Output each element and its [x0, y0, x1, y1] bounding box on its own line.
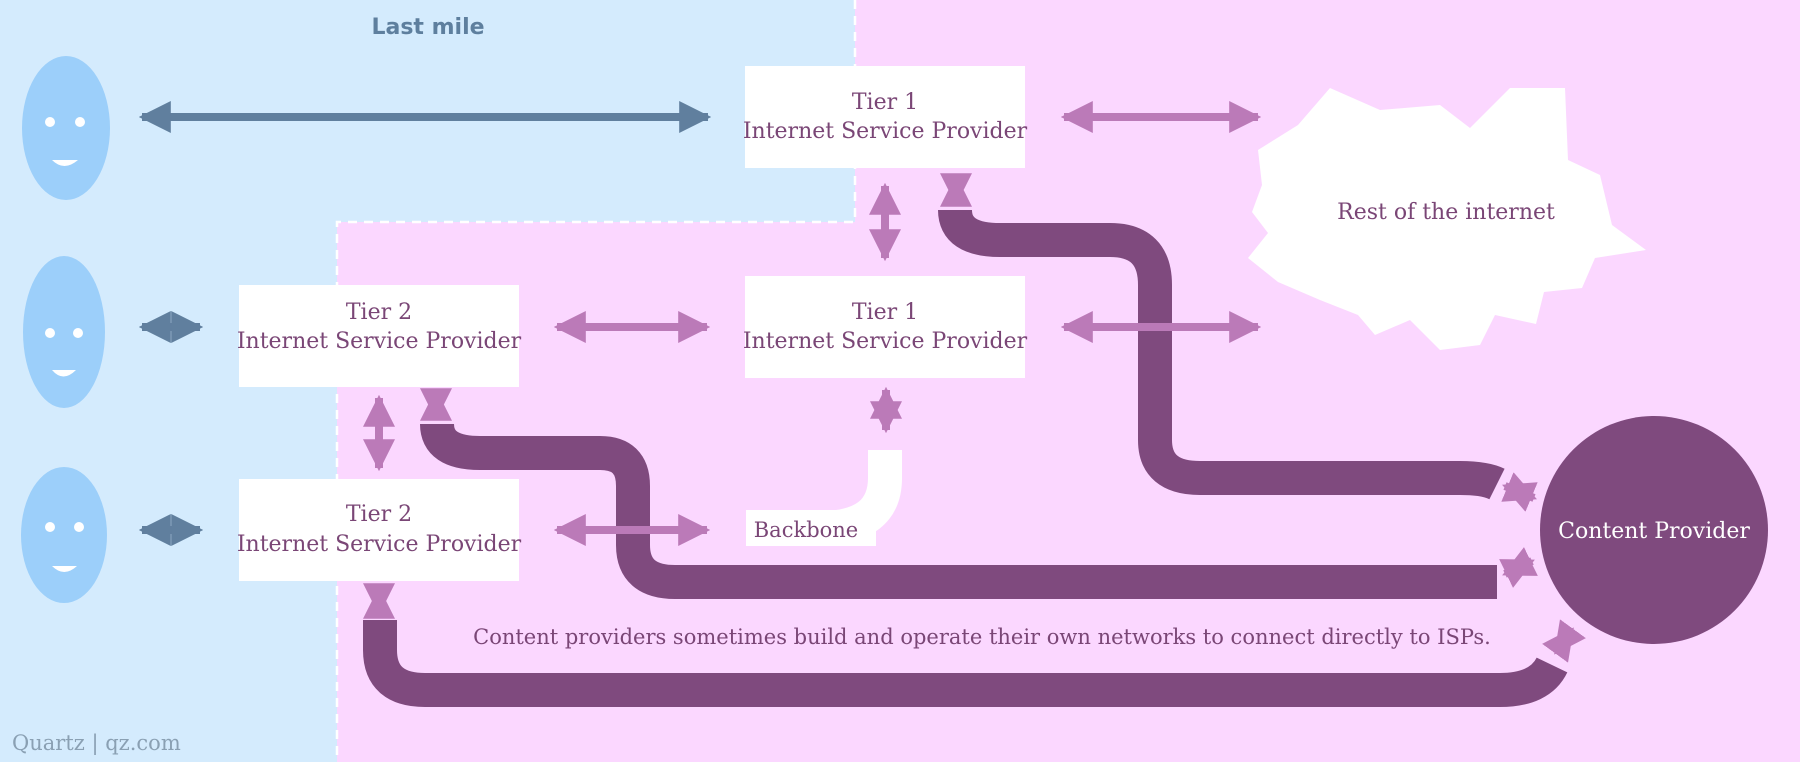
tier1-isp-middle-box — [745, 276, 1025, 378]
content-network-tier1 — [938, 208, 1505, 500]
last-mile-label: Last mile — [371, 15, 484, 40]
last-mile-region — [0, 0, 855, 762]
caption: Content providers sometimes build and op… — [473, 625, 1491, 649]
tier1-isp-top-line2: Internet Service Provider — [743, 119, 1028, 144]
tier2-isp-bottom-box — [239, 479, 519, 581]
double-arrow-icon — [1499, 547, 1538, 588]
tier1-isp-middle-line2: Internet Service Provider — [743, 329, 1028, 354]
user-face-icon — [23, 256, 105, 408]
tier1-isp-middle-line1: Tier 1 — [852, 300, 918, 325]
double-arrow-icon — [1542, 619, 1586, 663]
tier2-isp-top-box — [239, 285, 519, 387]
tier1-isp-top: Tier 1 Internet Service Provider — [743, 66, 1028, 168]
core-arrows — [363, 101, 1586, 663]
content-network-tier2-top — [420, 422, 1497, 599]
user-face-icon — [21, 467, 107, 603]
cloud-icon — [1248, 88, 1646, 350]
tier2-isp-top: Tier 2 Internet Service Provider — [237, 285, 522, 387]
tier1-isp-middle: Tier 1 Internet Service Provider — [743, 276, 1028, 378]
last-mile-arrows — [138, 101, 712, 546]
content-network-tier2-bottom — [363, 620, 1568, 707]
content-provider-circle — [1540, 416, 1768, 644]
footer-credit: Quartz | qz.com — [12, 731, 181, 756]
tier2-isp-top-line1: Tier 2 — [346, 300, 412, 325]
backbone-label: Backbone — [754, 518, 858, 542]
backbone-box — [746, 510, 876, 546]
rest-of-internet-label: Rest of the internet — [1337, 200, 1555, 225]
user-face-icon — [22, 56, 110, 200]
content-provider-label: Content Provider — [1558, 519, 1750, 544]
content-provider-networks — [363, 208, 1568, 707]
tier2-isp-bottom: Tier 2 Internet Service Provider — [237, 479, 522, 581]
tier1-isp-top-line1: Tier 1 — [852, 90, 918, 115]
double-arrow-icon — [1501, 472, 1538, 512]
tier2-isp-top-line2: Internet Service Provider — [237, 329, 522, 354]
tier2-isp-bottom-line1: Tier 2 — [346, 502, 412, 527]
tier2-isp-bottom-line2: Internet Service Provider — [237, 532, 522, 557]
tier1-isp-top-box — [745, 66, 1025, 168]
